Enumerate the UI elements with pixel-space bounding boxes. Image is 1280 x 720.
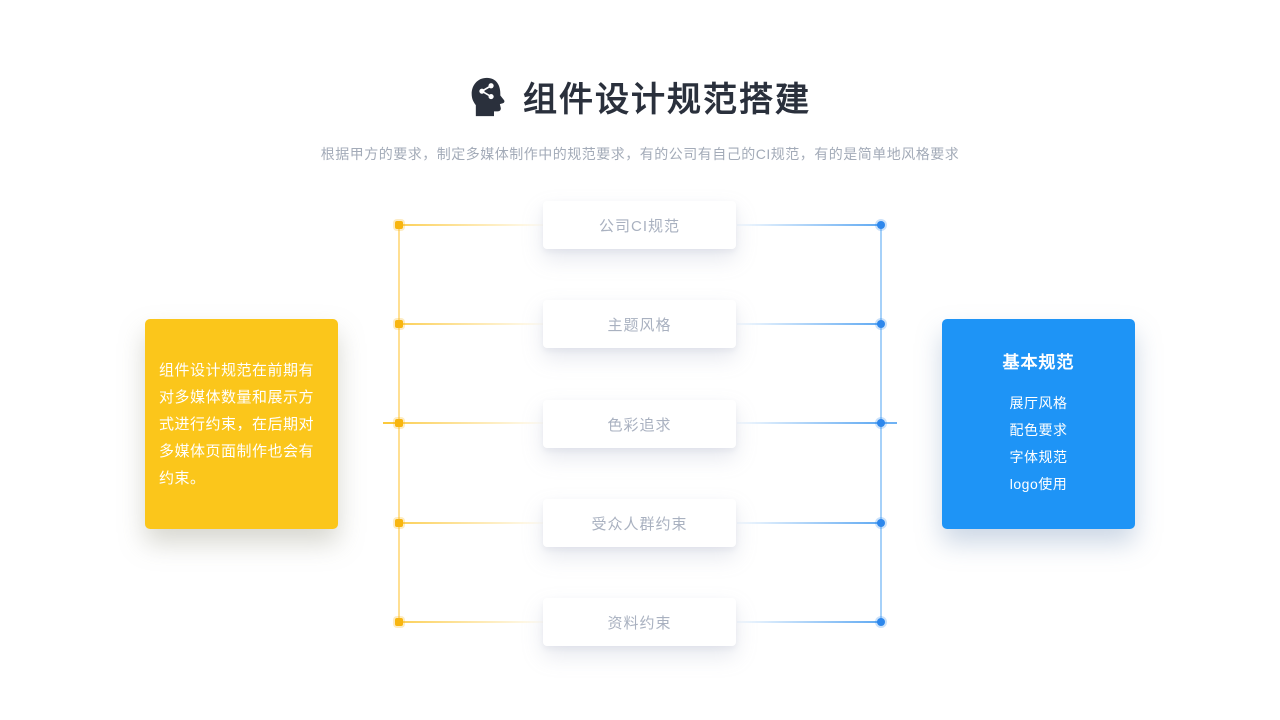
basic-spec-item: 配色要求 <box>1009 422 1068 438</box>
left-junction-dot-4 <box>395 519 403 527</box>
basic-spec-item: 展厅风格 <box>1009 395 1068 411</box>
basic-spec-item: logo使用 <box>1009 476 1068 492</box>
left-junction-dot-5 <box>395 618 403 626</box>
left-junction-dot-3 <box>395 419 403 427</box>
basic-spec-item: 字体规范 <box>1009 449 1068 465</box>
right-connector-row-4 <box>737 522 881 524</box>
page-subtitle: 根据甲方的要求，制定多媒体制作中的规范要求，有的公司有自己的CI规范，有的是简单… <box>320 146 960 162</box>
description-panel: 组件设计规范在前期有对多媒体数量和展示方式进行约束，在后期对多媒体页面制作也会有… <box>145 319 338 529</box>
right-junction-dot-3 <box>877 419 885 427</box>
page-title: 组件设计规范搭建 <box>523 81 811 119</box>
left-connector-row-4 <box>399 522 543 524</box>
left-connector-row-5 <box>399 621 543 623</box>
right-junction-dot-2 <box>877 320 885 328</box>
left-connector-row-3 <box>399 422 543 424</box>
head-share-icon <box>471 77 505 116</box>
node-card-audience-constraint: 受众人群约束 <box>543 499 736 547</box>
node-card-material-constraint: 资料约束 <box>543 598 736 646</box>
right-connector-row-2 <box>737 323 881 325</box>
left-junction-dot-2 <box>395 320 403 328</box>
header: 组件设计规范搭建 <box>0 72 1280 121</box>
right-connector-row-1 <box>737 224 881 226</box>
basic-spec-list: 展厅风格 配色要求 字体规范 logo使用 <box>942 390 1135 498</box>
basic-spec-panel: 基本规范 展厅风格 配色要求 字体规范 logo使用 <box>942 319 1135 529</box>
right-connector-row-3 <box>737 422 881 424</box>
left-panel-connector-stub <box>383 422 399 424</box>
description-panel-text: 组件设计规范在前期有对多媒体数量和展示方式进行约束，在后期对多媒体页面制作也会有… <box>159 361 315 487</box>
right-junction-dot-4 <box>877 519 885 527</box>
basic-spec-panel-title: 基本规范 <box>1002 353 1075 372</box>
node-card-company-ci: 公司CI规范 <box>543 201 736 249</box>
right-junction-dot-1 <box>877 221 885 229</box>
right-connector-row-5 <box>737 621 881 623</box>
left-connector-row-1 <box>399 224 543 226</box>
left-junction-dot-1 <box>395 221 403 229</box>
right-panel-connector-stub <box>881 422 897 424</box>
node-card-color-pursuit: 色彩追求 <box>543 400 736 448</box>
node-card-theme-style: 主题风格 <box>543 300 736 348</box>
right-junction-dot-5 <box>877 618 885 626</box>
left-connector-row-2 <box>399 323 543 325</box>
